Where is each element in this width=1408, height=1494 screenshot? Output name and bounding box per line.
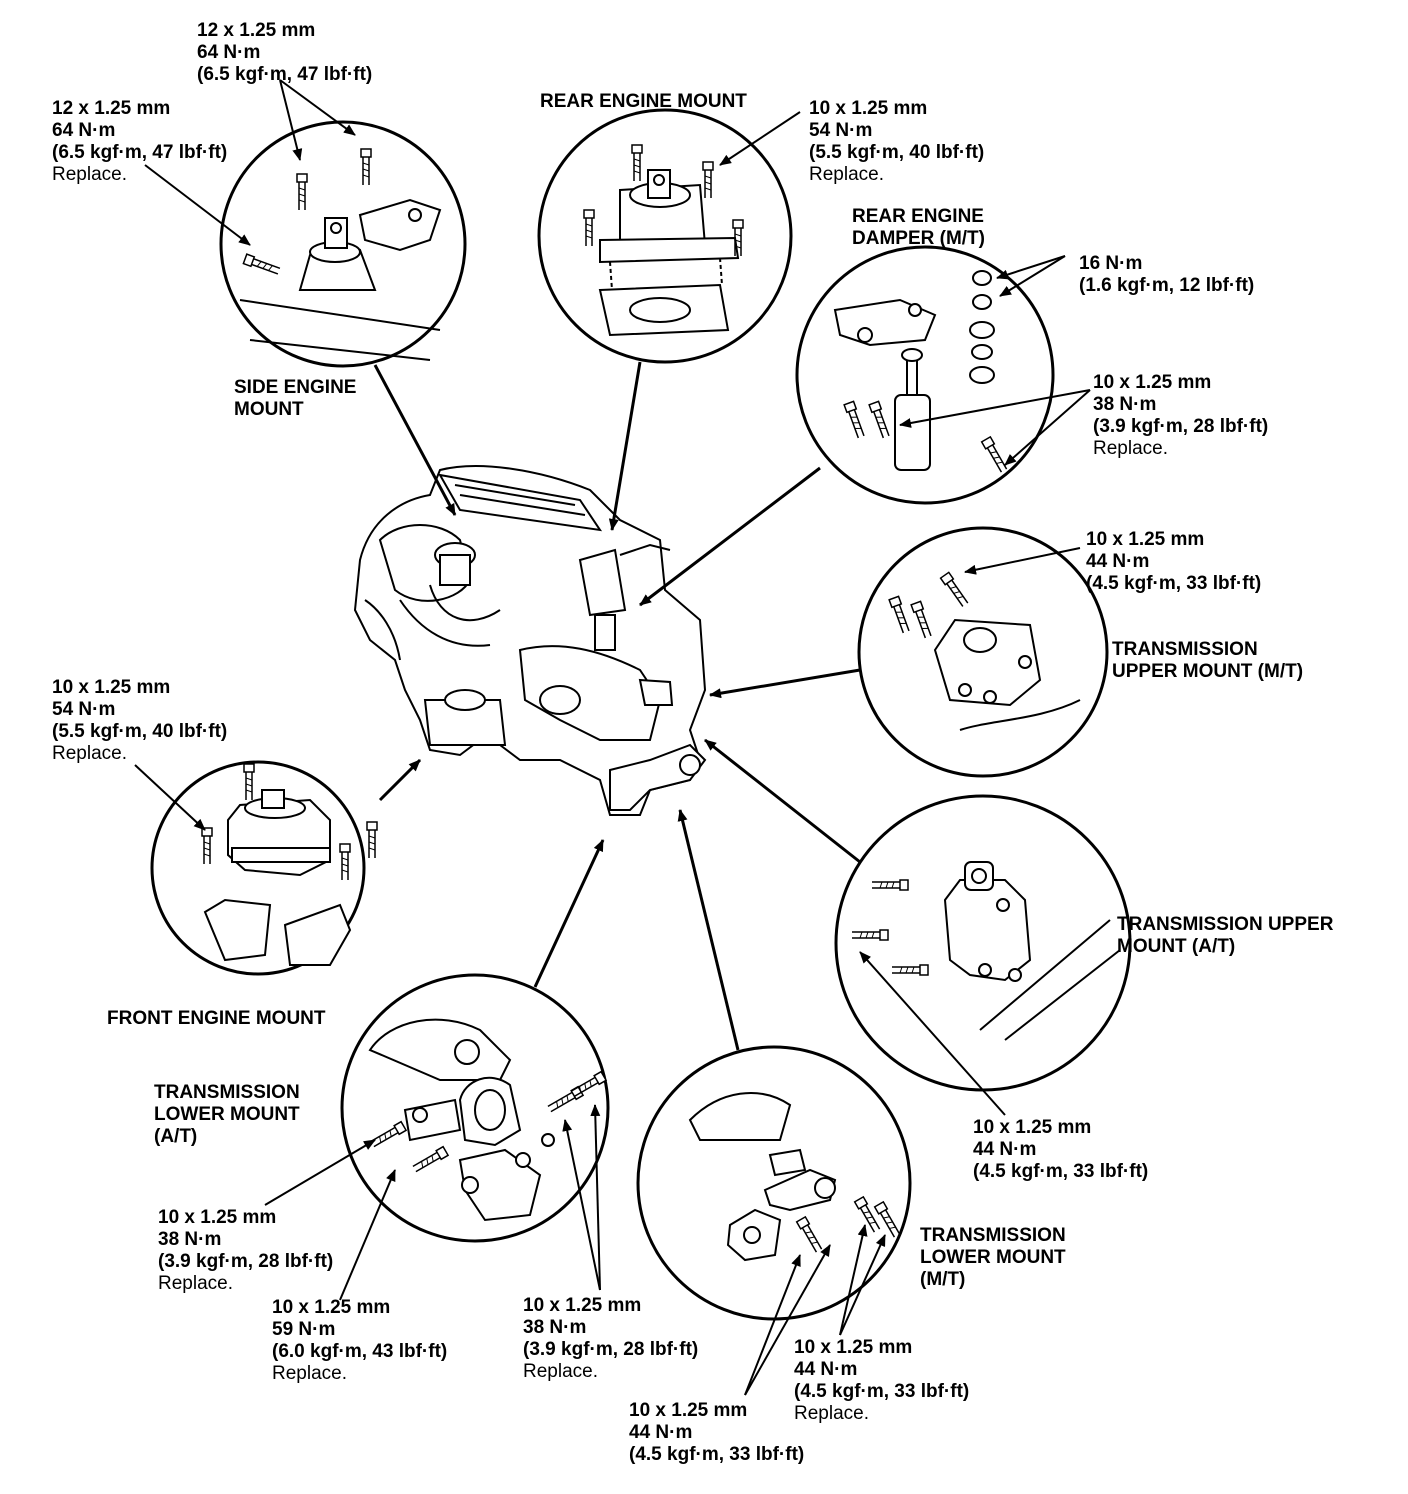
- side-engine-mount-circle: [219, 120, 467, 368]
- spec-side-top: 12 x 1.25 mm 64 N·m (6.5 kgf·m, 47 lbf·f…: [197, 20, 373, 85]
- spec-upper-mt: 10 x 1.25 mm 44 N·m (4.5 kgf·m, 33 lbf·f…: [1086, 529, 1262, 594]
- transmission-upper-mount-mt-sketch: [888, 571, 1081, 731]
- transmission-upper-mount-at-sketch: [851, 861, 1121, 1041]
- spec-lower-at-c: 10 x 1.25 mm 38 N·m (3.9 kgf·m, 28 lbf·f…: [523, 1295, 699, 1382]
- spec-lower-at-a: 10 x 1.25 mm 38 N·m (3.9 kgf·m, 28 lbf·f…: [158, 1207, 334, 1294]
- location-arrows: [373, 361, 861, 1051]
- spec-damper-nut: 16 N·m (1.6 kgf·m, 12 lbf·ft): [1079, 253, 1255, 296]
- front-engine-mount-label: FRONT ENGINE MOUNT: [107, 1008, 326, 1029]
- rear-engine-mount-label: REAR ENGINE MOUNT: [540, 91, 747, 112]
- spec-lower-mt-a: 10 x 1.25 mm 44 N·m (4.5 kgf·m, 33 lbf·f…: [794, 1337, 970, 1424]
- rear-engine-damper-sketch: [833, 270, 1010, 475]
- front-engine-mount-circle: [150, 760, 366, 976]
- transmission-lower-mount-at-circle: [340, 973, 610, 1243]
- transmission-upper-mount-mt-circle: [857, 526, 1109, 778]
- spec-lower-mt-b: 10 x 1.25 mm 44 N·m (4.5 kgf·m, 33 lbf·f…: [629, 1400, 805, 1465]
- spec-upper-at: 10 x 1.25 mm 44 N·m (4.5 kgf·m, 33 lbf·f…: [973, 1117, 1149, 1182]
- engine-transmission-assembly: [353, 465, 707, 816]
- front-engine-mount-sketch: [201, 763, 378, 966]
- detail-circles: [150, 108, 1132, 1321]
- side-engine-mount-sketch: [239, 148, 442, 361]
- spec-front-mount: 10 x 1.25 mm 54 N·m (5.5 kgf·m, 40 lbf·f…: [52, 677, 228, 764]
- spec-damper-bolt: 10 x 1.25 mm 38 N·m (3.9 kgf·m, 28 lbf·f…: [1093, 372, 1269, 459]
- spec-side-left: 12 x 1.25 mm 64 N·m (6.5 kgf·m, 47 lbf·f…: [52, 98, 228, 185]
- transmission-lower-mount-mt-circle: [636, 1045, 912, 1321]
- leader-lines: [134, 79, 1091, 1396]
- spec-lower-at-b: 10 x 1.25 mm 59 N·m (6.0 kgf·m, 43 lbf·f…: [272, 1297, 448, 1384]
- rear-engine-mount-circle: [537, 108, 793, 364]
- transmission-lower-mount-mt-sketch: [688, 1092, 903, 1262]
- rear-engine-mount-sketch: [583, 144, 744, 337]
- rear-engine-damper-circle: [795, 245, 1055, 505]
- spec-rear-mount: 10 x 1.25 mm 54 N·m (5.5 kgf·m, 40 lbf·f…: [809, 98, 985, 185]
- transmission-lower-mount-at-sketch: [368, 1018, 608, 1222]
